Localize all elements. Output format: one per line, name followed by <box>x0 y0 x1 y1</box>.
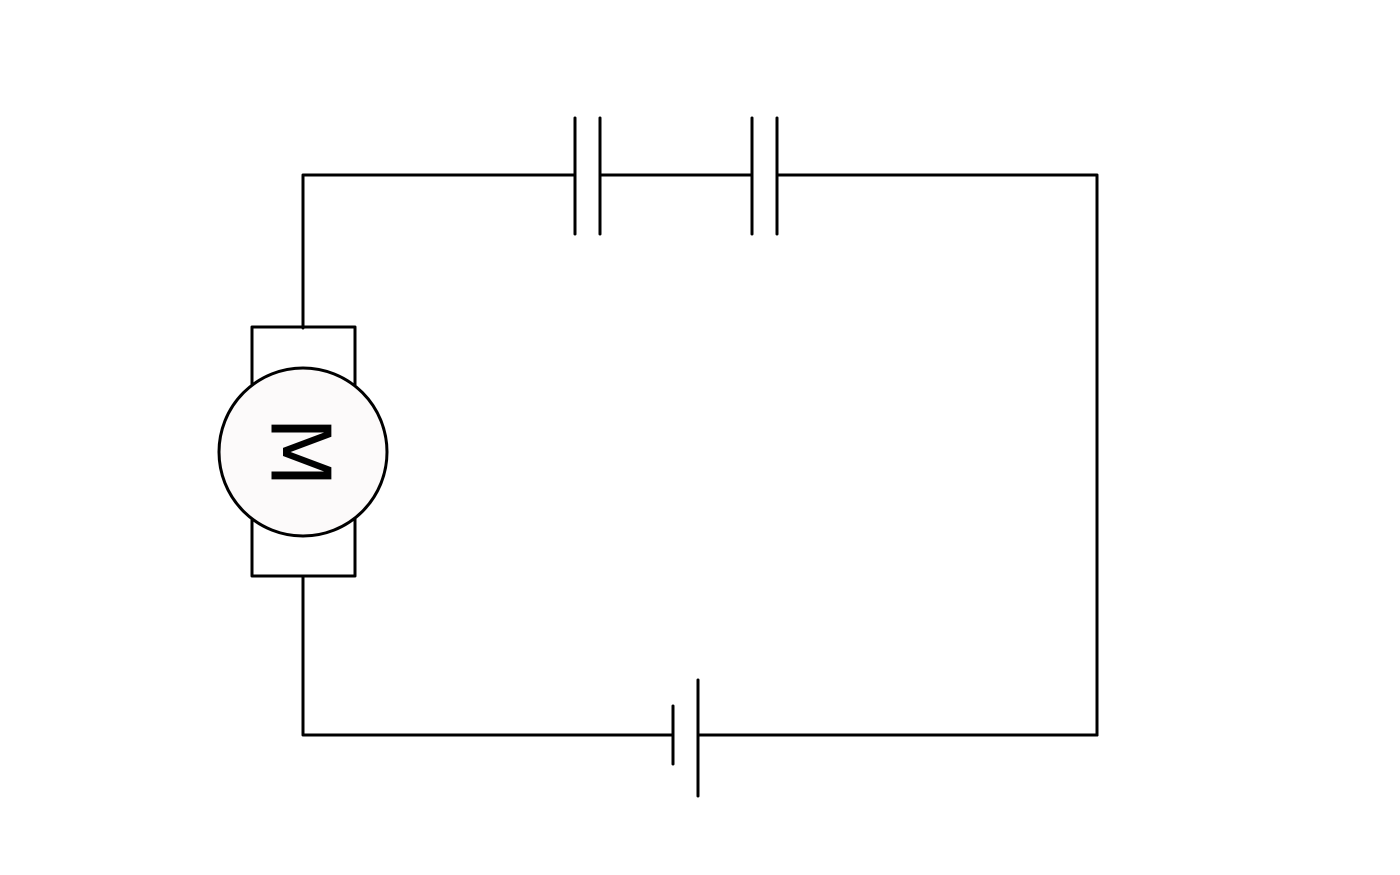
capacitor-1 <box>573 116 602 236</box>
motor-label: M <box>252 417 347 488</box>
motor: M <box>217 325 389 578</box>
battery <box>671 678 700 798</box>
motor-circle <box>217 366 389 538</box>
wire-motor-to-capacitor-1 <box>301 173 577 330</box>
circuit-wires <box>301 173 1099 737</box>
capacitor-2 <box>750 116 779 236</box>
wire-capacitor-2-to-right <box>775 173 1099 737</box>
wire-battery-to-motor <box>301 574 675 737</box>
